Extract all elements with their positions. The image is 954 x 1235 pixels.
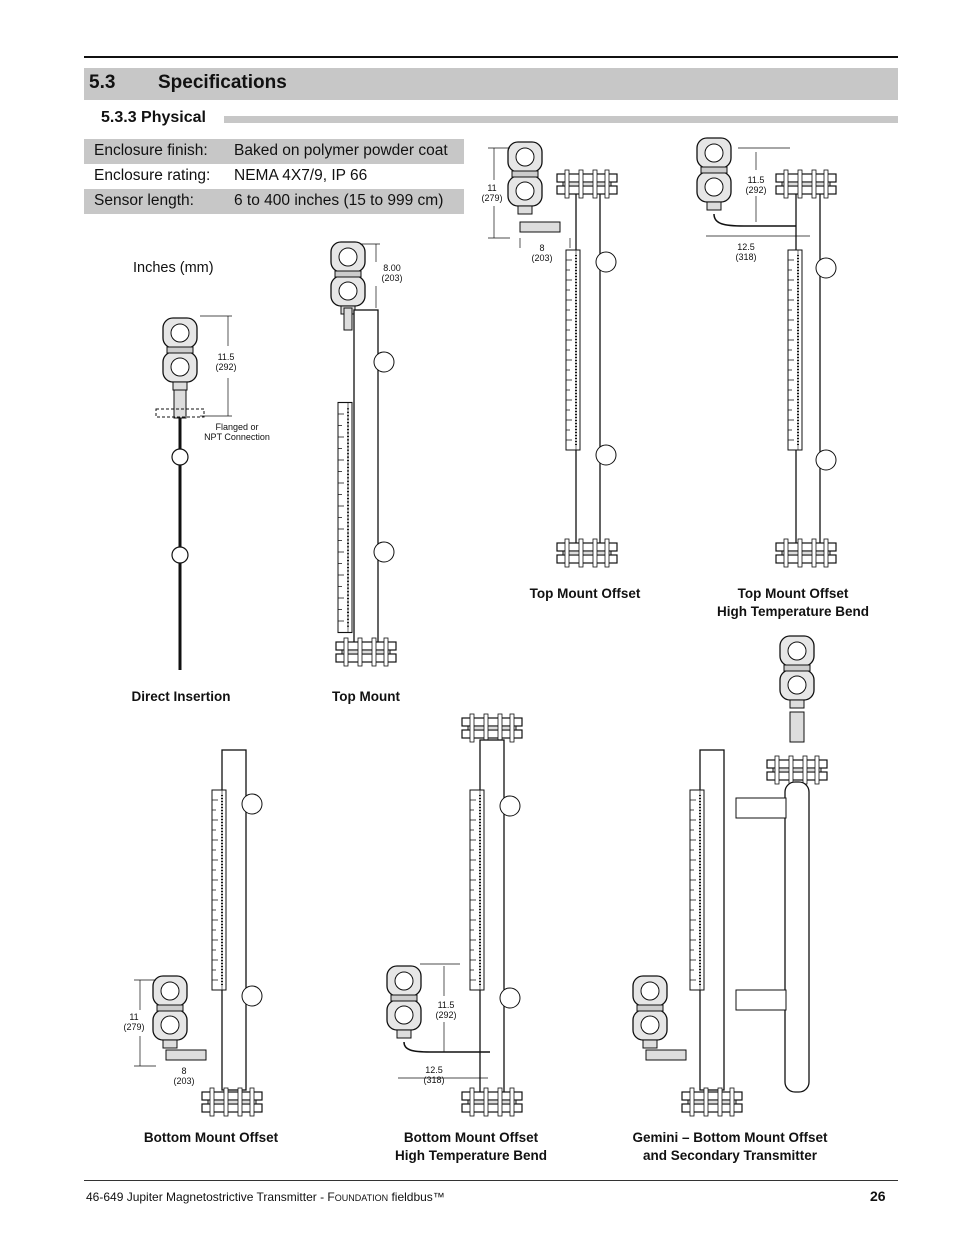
dim-inches: 12.5 [737, 242, 755, 252]
diagram-top-mount [330, 241, 397, 667]
dim-inches: 11.5 [217, 352, 235, 362]
footer-smallcaps: OUNDATION [334, 1193, 389, 1203]
dim-inches: 12.5 [425, 1065, 443, 1075]
caption-top-mount-offset-htb: Top Mount Offset High Temperature Bend [698, 585, 888, 621]
caption-line-1: Gemini – Bottom Mount Offset [632, 1130, 828, 1145]
dim-mm: (318) [735, 252, 757, 262]
footer-suffix: fieldbus™ [388, 1190, 445, 1204]
connection-note: Flanged or NPT Connection [196, 422, 278, 442]
diagram-bottom-mount-offset [134, 749, 263, 1117]
dim-inches: 8 [181, 1066, 187, 1076]
spec-value: 6 to 400 inches (15 to 999 cm) [234, 192, 444, 209]
dim-mm: (203) [531, 253, 553, 263]
caption-gemini: Gemini – Bottom Mount Offset and Seconda… [610, 1129, 850, 1165]
section-title: Specifications [158, 72, 287, 93]
spec-value: NEMA 4X7/9, IP 66 [234, 167, 368, 184]
footer-doc-title: 46-649 Jupiter Magnetostrictive Transmit… [86, 1190, 445, 1204]
note-line-1: Flanged or [215, 422, 259, 432]
spec-label: Sensor length: [94, 192, 194, 209]
dim-mm: (279) [123, 1022, 145, 1032]
diagram-gemini [632, 635, 828, 1117]
subsection-rule [224, 116, 898, 123]
dim-inches: 11.5 [747, 175, 765, 185]
spec-value: Baked on polymer powder coat [234, 142, 448, 159]
dim-inches: 11.5 [437, 1000, 455, 1010]
spec-label: Enclosure rating: [94, 167, 211, 184]
dim-mm: (292) [435, 1010, 457, 1020]
dim-mm: (292) [215, 362, 237, 372]
diagram-bottom-mount-offset-htb [386, 713, 523, 1117]
dim-top-mount: 8.00 (203) [374, 263, 410, 283]
caption-bottom-mount-offset-htb: Bottom Mount Offset High Temperature Ben… [376, 1129, 566, 1165]
caption-line-2: High Temperature Bend [716, 604, 870, 619]
caption-line-1: Bottom Mount Offset [403, 1130, 539, 1145]
footer-prefix: 46-649 Jupiter Magnetostrictive Transmit… [86, 1190, 335, 1204]
page-number: 26 [870, 1188, 886, 1204]
spec-label: Enclosure finish: [94, 142, 208, 159]
dim-mm: (292) [745, 185, 767, 195]
diagram-top-mount-offset [488, 141, 618, 568]
diagram-top-mount-offset-htb [696, 137, 837, 568]
units-label: Inches (mm) [133, 260, 214, 276]
caption-top-mount: Top Mount [332, 689, 400, 704]
caption-line-1: Top Mount Offset [737, 586, 849, 601]
spec-row-enclosure-finish: Enclosure finish: Baked on polymer powde… [84, 139, 464, 164]
spec-row-enclosure-rating: Enclosure rating: NEMA 4X7/9, IP 66 [84, 164, 464, 189]
dim-mm: (203) [173, 1076, 195, 1086]
dim-inches: 8 [539, 243, 545, 253]
dim-inches: 8.00 [383, 263, 401, 273]
top-rule [84, 56, 898, 58]
dim-mm: (318) [423, 1075, 445, 1085]
dim-top-mount-offset-horizontal: 8 (203) [524, 243, 560, 263]
caption-direct-insertion: Direct Insertion [131, 689, 231, 704]
dim-top-mount-offset-vertical: 11 (279) [474, 183, 510, 203]
dim-bottom-mount-offset-htb-horizontal: 12.5 (318) [416, 1065, 452, 1085]
dim-inches: 11 [487, 183, 497, 193]
spec-row-sensor-length: Sensor length: 6 to 400 inches (15 to 99… [84, 189, 464, 214]
dim-bottom-mount-offset-horizontal: 8 (203) [166, 1066, 202, 1086]
note-line-2: NPT Connection [204, 432, 270, 442]
dim-mm: (279) [481, 193, 503, 203]
section-number: 5.3 [89, 72, 116, 93]
dim-direct-insertion: 11.5 (292) [208, 352, 244, 372]
dim-inches: 11 [129, 1012, 139, 1022]
subsection-title: 5.3.3 Physical [101, 109, 206, 126]
diagram-direct-insertion [155, 315, 232, 670]
dim-mm: (203) [381, 273, 403, 283]
dim-bottom-mount-offset-vertical: 11 (279) [116, 1012, 152, 1032]
caption-bottom-mount-offset: Bottom Mount Offset [143, 1130, 279, 1145]
dim-top-mount-offset-htb-horizontal: 12.5 (318) [728, 242, 764, 262]
caption-top-mount-offset: Top Mount Offset [529, 586, 641, 601]
caption-line-2: and Secondary Transmitter [642, 1148, 818, 1163]
caption-line-2: High Temperature Bend [394, 1148, 548, 1163]
dim-top-mount-offset-htb-vertical: 11.5 (292) [738, 175, 774, 195]
dim-bottom-mount-offset-htb-vertical: 11.5 (292) [428, 1000, 464, 1020]
footer-rule [84, 1180, 898, 1181]
section-header-bar [84, 68, 898, 100]
